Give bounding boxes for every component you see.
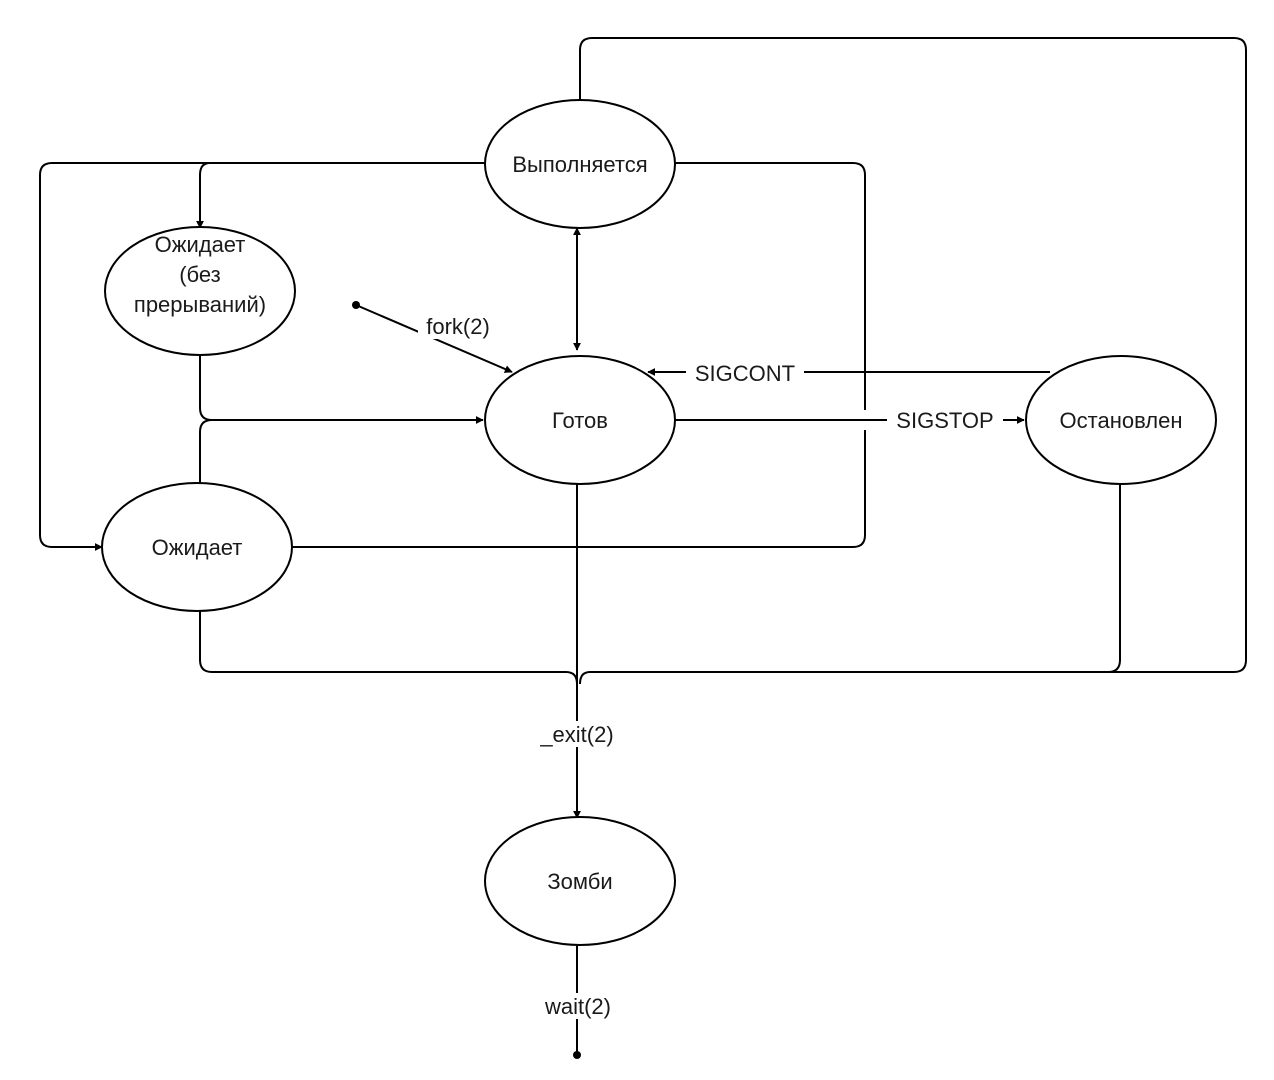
edge-stopped-to-exit-bus [1107,480,1121,673]
edge-waiting-to-stopped [292,430,866,548]
svg-text:(без: (без [179,262,221,287]
state-ready: Готов [484,355,676,485]
edge-running-to-stopped [672,162,866,410]
svg-text:прерываний): прерываний) [134,292,266,317]
edge-running-outer-loop [579,37,1247,685]
svg-text:_exit(2): _exit(2) [539,722,613,747]
edge-label-exit: _exit(2) [530,721,624,747]
state-zombie: Зомби [484,816,676,946]
edge-running-to-waiting [39,162,210,551]
svg-text:Готов: Готов [552,408,608,433]
svg-text:Зомби: Зомби [547,869,612,894]
edge-label-wait: wait(2) [536,993,620,1019]
edge-waiting-to-exit-bus [199,608,578,685]
edge-label-sigstop: SIGSTOP [887,407,1003,433]
svg-text:fork(2): fork(2) [426,314,490,339]
svg-text:SIGCONT: SIGCONT [695,361,795,386]
svg-text:wait(2): wait(2) [544,994,611,1019]
edge-waiting-uninterruptible-to-ready [199,355,484,424]
edge-waiting-to-ready [199,419,213,483]
svg-text:Ожидает: Ожидает [152,535,243,560]
svg-text:Выполняется: Выполняется [512,152,647,177]
svg-text:Остановлен: Остановлен [1060,408,1183,433]
edge-label-sigcont: SIGCONT [686,360,804,386]
edge-running-to-waiting-uninterruptible [196,162,485,229]
svg-text:Ожидает: Ожидает [155,232,246,257]
state-waiting: Ожидает [101,482,293,612]
edge-label-fork: fork(2) [418,313,498,339]
state-stopped: Остановлен [1025,355,1217,485]
state-running: Выполняется [484,99,676,229]
state-waiting-uninterruptible: Ожидает (без прерываний) [104,226,296,356]
svg-text:SIGSTOP: SIGSTOP [896,408,993,433]
wait-end-dot [573,1051,581,1059]
